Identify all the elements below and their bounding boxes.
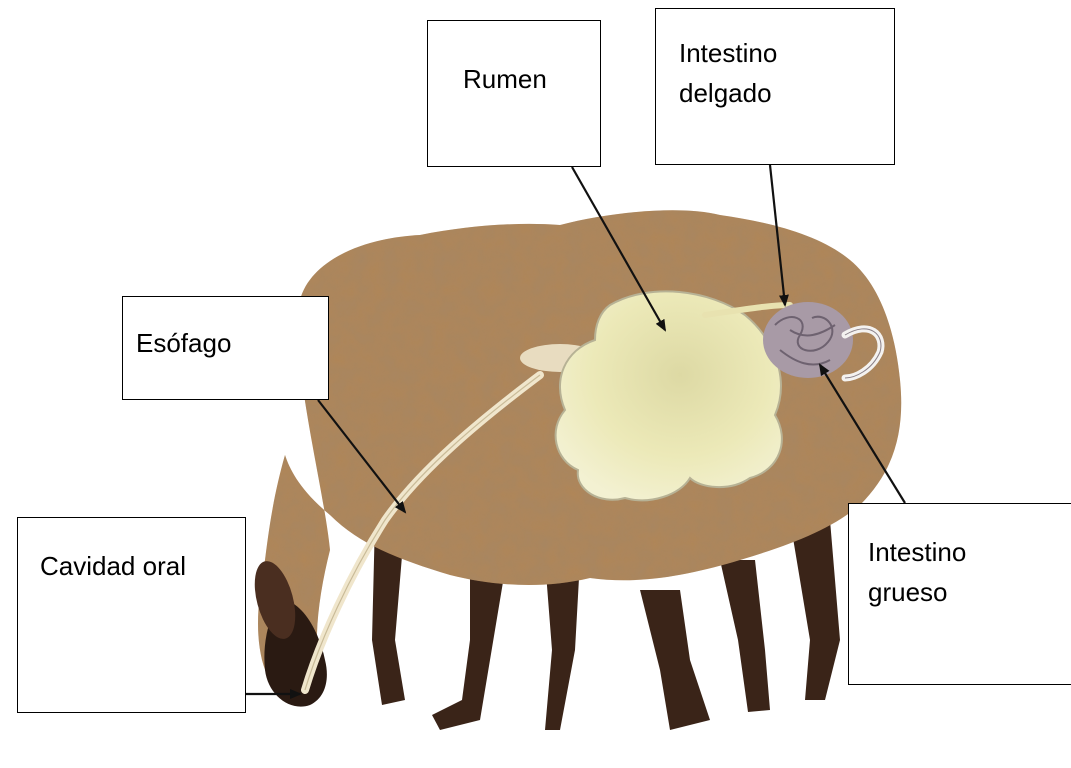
label-esofago: Esófago [122, 296, 329, 400]
label-intestino-delgado-line1: Intestino [679, 33, 894, 73]
label-rumen: Rumen [427, 20, 601, 167]
label-esofago-text: Esófago [136, 323, 328, 363]
label-cavidad-oral: Cavidad oral [17, 517, 246, 713]
label-rumen-text: Rumen [463, 59, 600, 99]
label-cavidad-oral-text: Cavidad oral [40, 546, 245, 586]
label-intestino-grueso: Intestino grueso [848, 503, 1071, 685]
label-intestino-delgado-line2: delgado [679, 73, 894, 113]
label-intestino-delgado: Intestino delgado [655, 8, 895, 165]
label-intestino-grueso-line2: grueso [868, 572, 1071, 612]
label-intestino-grueso-line1: Intestino [868, 532, 1071, 572]
